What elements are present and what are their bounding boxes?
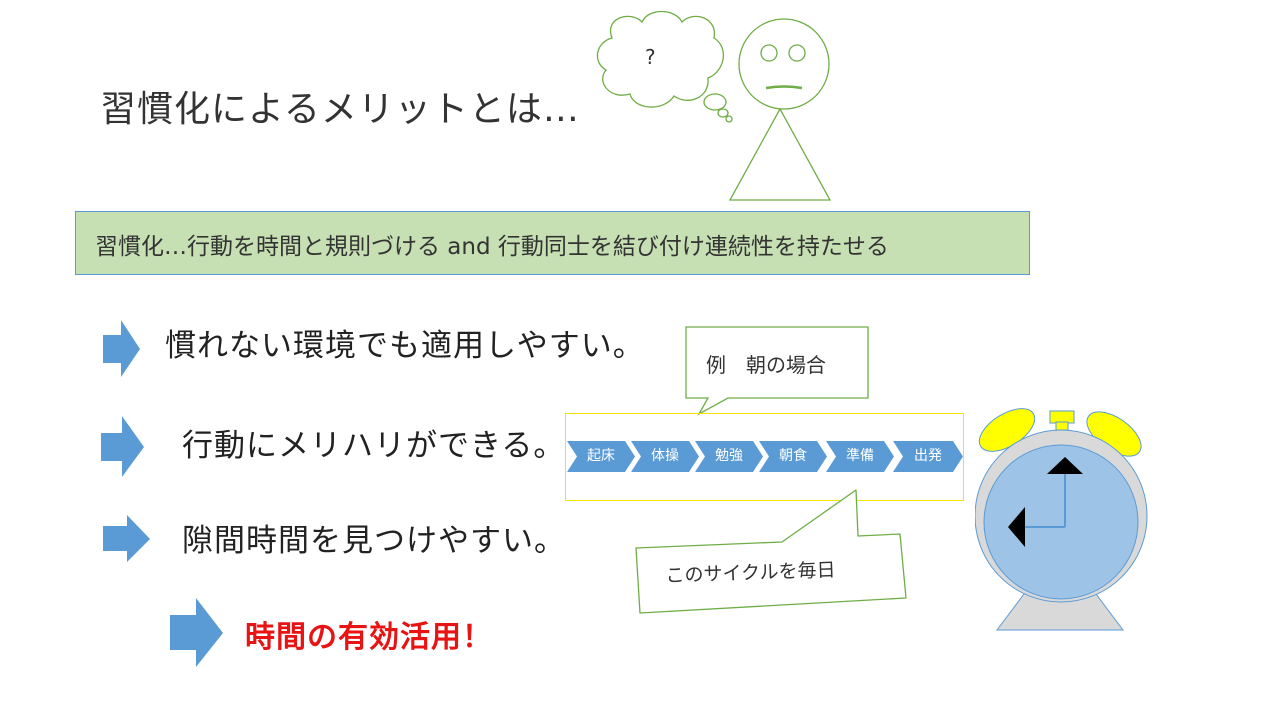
benefit-point-1: 慣れない環境でも適用しやすい。 bbox=[165, 328, 645, 364]
definition-box bbox=[75, 211, 1030, 275]
right-arrow-icon bbox=[170, 598, 223, 667]
process-step-label: 準備 bbox=[846, 448, 874, 464]
conclusion-text: 時間の有効活用！ bbox=[245, 620, 493, 655]
right-arrow-icon bbox=[101, 416, 144, 477]
right-arrow-icon bbox=[103, 515, 150, 562]
example-callout bbox=[685, 326, 869, 416]
alarm-clock-icon bbox=[975, 408, 1148, 631]
example-callout-text: 例 朝の場合 bbox=[706, 353, 826, 377]
process-frame bbox=[565, 413, 964, 501]
thought-bubble-text: ? bbox=[645, 45, 656, 69]
cycle-callout bbox=[635, 489, 907, 614]
process-step-label: 体操 bbox=[651, 448, 679, 464]
benefit-point-2: 行動にメリハリができる。 bbox=[182, 428, 566, 464]
benefit-point-3: 隙間時間を見つけやすい。 bbox=[182, 523, 566, 559]
thought-bubble-icon bbox=[596, 10, 733, 123]
slide-title: 習慣化によるメリットとは… bbox=[100, 89, 580, 130]
thinking-figure bbox=[596, 10, 832, 201]
definition-text: 習慣化…行動を時間と規則づける and 行動同士を結び付け連続性を持たせる bbox=[95, 234, 889, 260]
process-step-label: 起床 bbox=[587, 448, 615, 464]
clock-hands bbox=[1008, 457, 1083, 547]
process-step-label: 出発 bbox=[914, 448, 942, 464]
process-step-label: 勉強 bbox=[715, 448, 743, 464]
right-arrow-icon bbox=[103, 320, 140, 377]
process-step-label: 朝食 bbox=[779, 448, 807, 464]
stick-figure-icon bbox=[728, 18, 832, 201]
